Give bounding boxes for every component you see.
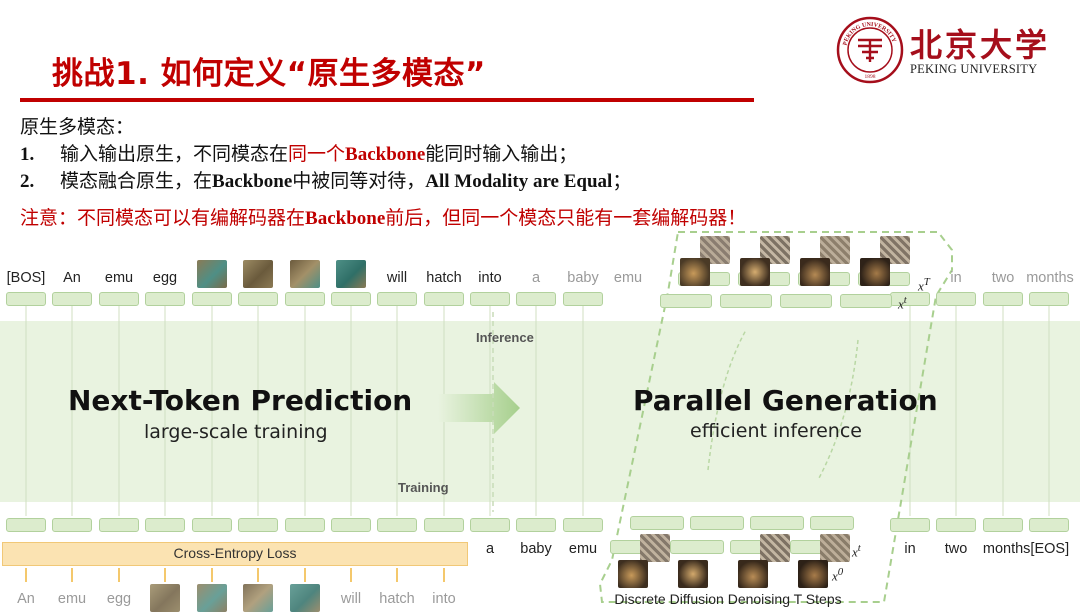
- x-variable: xt: [852, 542, 861, 560]
- token-text: hatch: [373, 591, 421, 607]
- token-box: [6, 292, 46, 306]
- token-text: baby: [560, 270, 606, 286]
- token-box: [6, 518, 46, 532]
- hatch-image-patch: [680, 258, 710, 286]
- egg-image-patch: [150, 584, 180, 612]
- token-text: hatch: [420, 270, 468, 286]
- noisy-image-patch: [640, 534, 670, 562]
- token-box: [690, 516, 744, 530]
- token-text: An: [52, 270, 92, 286]
- token-box: [377, 292, 417, 306]
- token-box: [563, 292, 603, 306]
- token-text: a: [516, 270, 556, 286]
- token-text: months[EOS]: [977, 541, 1075, 557]
- token-box: [99, 518, 139, 532]
- token-box: [52, 292, 92, 306]
- token-box: [145, 518, 185, 532]
- token-box: [983, 292, 1023, 306]
- token-box: [192, 518, 232, 532]
- egg-image-patch: [290, 260, 320, 288]
- egg-image-patch: [197, 260, 227, 288]
- token-box: [99, 292, 139, 306]
- training-label: Training: [398, 480, 449, 495]
- token-text: a: [470, 541, 510, 557]
- token-text: emu: [99, 270, 139, 286]
- hatch-image-patch: [800, 258, 830, 286]
- token-box: [238, 518, 278, 532]
- token-box: [750, 516, 804, 530]
- token-box: [331, 292, 371, 306]
- token-box: [660, 294, 712, 308]
- next-token-subtitle: large-scale training: [144, 421, 328, 443]
- token-box: [516, 292, 556, 306]
- hatch-image-patch: [860, 258, 890, 286]
- token-text: will: [377, 270, 417, 286]
- token-box: [1029, 518, 1069, 532]
- diffusion-label: Discrete Diffusion Denoising T Steps: [598, 591, 858, 607]
- hatch-image-patch: [618, 560, 648, 588]
- egg-image-patch: [336, 260, 366, 288]
- token-text: emu: [52, 591, 92, 607]
- token-text: two: [936, 541, 976, 557]
- x-variable: x0: [832, 566, 843, 584]
- token-box: [936, 292, 976, 306]
- token-box: [470, 518, 510, 532]
- token-text: in: [936, 270, 976, 286]
- cross-entropy-loss-label: Cross-Entropy Loss: [2, 545, 468, 561]
- hatch-image-patch: [798, 560, 828, 588]
- token-box: [840, 294, 892, 308]
- x-variable: xT: [918, 276, 930, 294]
- token-box: [810, 516, 854, 530]
- noisy-image-patch: [820, 534, 850, 562]
- hatch-image-patch: [678, 560, 708, 588]
- next-token-heading: Next-Token Prediction: [68, 384, 412, 417]
- token-text: in: [890, 541, 930, 557]
- token-box: [890, 518, 930, 532]
- token-text: baby: [513, 541, 559, 557]
- token-box: [780, 294, 832, 308]
- token-box: [670, 540, 724, 554]
- token-text: into: [470, 270, 510, 286]
- x-variable: xt: [898, 294, 907, 312]
- loss-arrows: [26, 568, 444, 582]
- token-text: emu: [608, 270, 648, 286]
- token-box: [377, 518, 417, 532]
- token-box: [424, 292, 464, 306]
- token-box: [285, 518, 325, 532]
- token-text: two: [983, 270, 1023, 286]
- token-box: [192, 292, 232, 306]
- noisy-image-patch: [760, 534, 790, 562]
- token-box: [563, 518, 603, 532]
- token-box: [630, 516, 684, 530]
- token-text: egg: [145, 270, 185, 286]
- token-box: [424, 518, 464, 532]
- egg-image-patch: [197, 584, 227, 612]
- token-text: egg: [99, 591, 139, 607]
- token-text: will: [331, 591, 371, 607]
- token-box: [331, 518, 371, 532]
- token-text: emu: [563, 541, 603, 557]
- token-text: An: [6, 591, 46, 607]
- egg-image-patch: [243, 584, 273, 612]
- token-box: [516, 518, 556, 532]
- token-box: [238, 292, 278, 306]
- token-box: [1029, 292, 1069, 306]
- token-box: [936, 518, 976, 532]
- token-box: [720, 294, 772, 308]
- token-box: [52, 518, 92, 532]
- token-box: [285, 292, 325, 306]
- token-text: months: [1022, 270, 1078, 286]
- egg-image-patch: [243, 260, 273, 288]
- egg-image-patch: [290, 584, 320, 612]
- hatch-image-patch: [738, 560, 768, 588]
- token-box: [983, 518, 1023, 532]
- token-text: into: [424, 591, 464, 607]
- token-box: [145, 292, 185, 306]
- hatch-image-patch: [740, 258, 770, 286]
- inference-label: Inference: [476, 330, 534, 345]
- token-box: [470, 292, 510, 306]
- token-text: [BOS]: [2, 270, 50, 286]
- parallel-heading: Parallel Generation: [633, 384, 938, 417]
- parallel-subtitle: efficient inference: [690, 420, 862, 442]
